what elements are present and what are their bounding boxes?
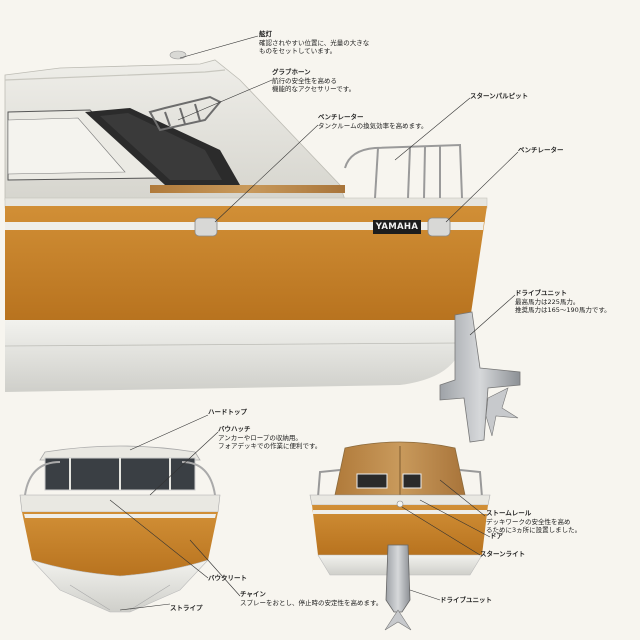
stern-light-icon: [396, 500, 404, 508]
front-deck: [19, 494, 221, 513]
rear-stripe: [313, 510, 487, 514]
label-navigation-light: 舷灯 確認されやすい位置に、光量の大きな ものをセットしています。: [259, 30, 370, 55]
label-bow-cleat: バウクリート: [208, 574, 247, 582]
stern-pulpit-rail: [344, 143, 463, 199]
label-drive-unit-rear: ドライブユニット: [440, 596, 492, 604]
hull-white-bottom: [5, 320, 470, 392]
drive-unit-main: [439, 311, 521, 443]
label-hardtop: ハードトップ: [208, 408, 247, 416]
front-hull-bottom: [31, 559, 209, 613]
rear-boat-view: [309, 441, 491, 631]
windshield-inner: [100, 113, 222, 180]
navigation-light-icon: [169, 50, 187, 60]
label-stripe: ストライプ: [170, 604, 203, 612]
hull-orange: [5, 206, 487, 320]
rear-hull-orange: [312, 505, 488, 555]
rear-window-right: [402, 473, 422, 489]
yamaha-logo: YAMAHA: [373, 220, 421, 234]
label-ventilator-hull: ベンチレーター: [518, 146, 564, 154]
label-chine: チャイン スプレーをおとし、停止時の安定性を高めます。: [240, 590, 383, 607]
front-hull-orange: [22, 512, 218, 576]
front-stripe: [24, 514, 216, 518]
front-boat-view: [19, 445, 221, 613]
ventilator-cabin-icon: [194, 217, 218, 237]
front-bow-rail: [24, 461, 216, 496]
wood-trim: [150, 185, 345, 193]
callout-lines: [109, 35, 519, 611]
main-boat-side-view: [4, 50, 521, 443]
hardtop-roof-edge: [4, 69, 226, 81]
label-ventilator-cabin: ベンチレーター タンクルームの換気効率を高めます。: [318, 113, 428, 130]
drive-unit-rear: [384, 544, 412, 631]
label-door: ドア: [490, 532, 503, 540]
propeller-icon: [485, 387, 519, 437]
label-storm-rail: ストームレール デッキワークの安全性を高め るために3ヵ所に設置しました。: [486, 509, 582, 534]
label-drive-unit-main: ドライブユニット 最高馬力は225馬力。 推奨馬力は165～190馬力です。: [515, 289, 611, 314]
label-stern-pulpit: スターンパルピット: [470, 92, 529, 100]
cabin-side-window-frame: [7, 117, 126, 175]
label-bow-hatch: バウハッチ アンカーやロープの収納用。 フォアデッキでの作業に便利です。: [218, 425, 322, 450]
label-stern-light: スターンライト: [480, 550, 526, 558]
rear-window-left: [356, 473, 388, 489]
rear-storm-rail: [317, 469, 483, 498]
rear-propeller-icon: [384, 609, 412, 631]
hull-white-stripe: [5, 222, 484, 230]
label-grab-rail: グラブホーン 航行の安全性を高める 機能的なアクセサリーです。: [272, 68, 356, 93]
ventilator-hull-icon: [427, 217, 451, 237]
front-hardtop: [39, 445, 201, 461]
